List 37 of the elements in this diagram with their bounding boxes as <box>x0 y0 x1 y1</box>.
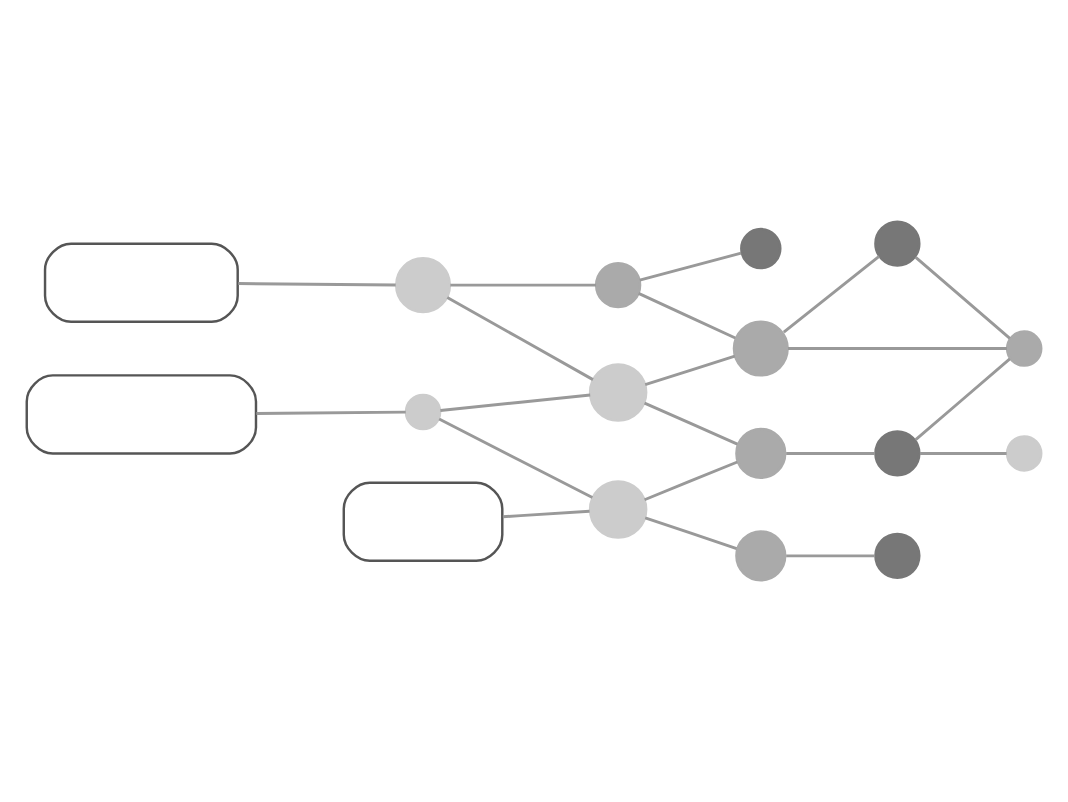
node-box <box>25 374 258 455</box>
node-circle <box>594 262 642 309</box>
node-circle <box>732 320 789 377</box>
node-circle <box>874 220 921 267</box>
node-circle <box>735 530 787 582</box>
connector <box>914 256 1011 340</box>
node-circle <box>1005 435 1043 472</box>
connector <box>919 451 1007 455</box>
node-box <box>43 242 239 323</box>
connector <box>238 282 396 287</box>
connector <box>644 460 738 502</box>
connector <box>440 393 591 412</box>
node-circle <box>1005 330 1043 367</box>
connector <box>782 255 880 334</box>
connector <box>644 354 736 386</box>
connector <box>446 296 594 381</box>
connector <box>450 283 596 287</box>
connector <box>256 410 406 415</box>
connector <box>643 401 738 446</box>
connector <box>914 357 1011 441</box>
node-circle <box>874 430 921 477</box>
node-circle <box>404 393 442 431</box>
connector <box>644 516 738 550</box>
node-box <box>342 481 504 562</box>
node-circle <box>395 257 452 314</box>
connector <box>786 554 875 558</box>
node-circle <box>588 480 648 539</box>
connector <box>438 417 594 499</box>
node-circle <box>740 227 782 270</box>
node-circle <box>588 363 648 422</box>
connector <box>639 251 742 282</box>
connector <box>788 347 1007 351</box>
node-circle <box>874 532 921 580</box>
connector <box>638 292 736 340</box>
connector <box>786 451 875 455</box>
node-circle <box>735 427 787 480</box>
connector <box>502 509 590 519</box>
